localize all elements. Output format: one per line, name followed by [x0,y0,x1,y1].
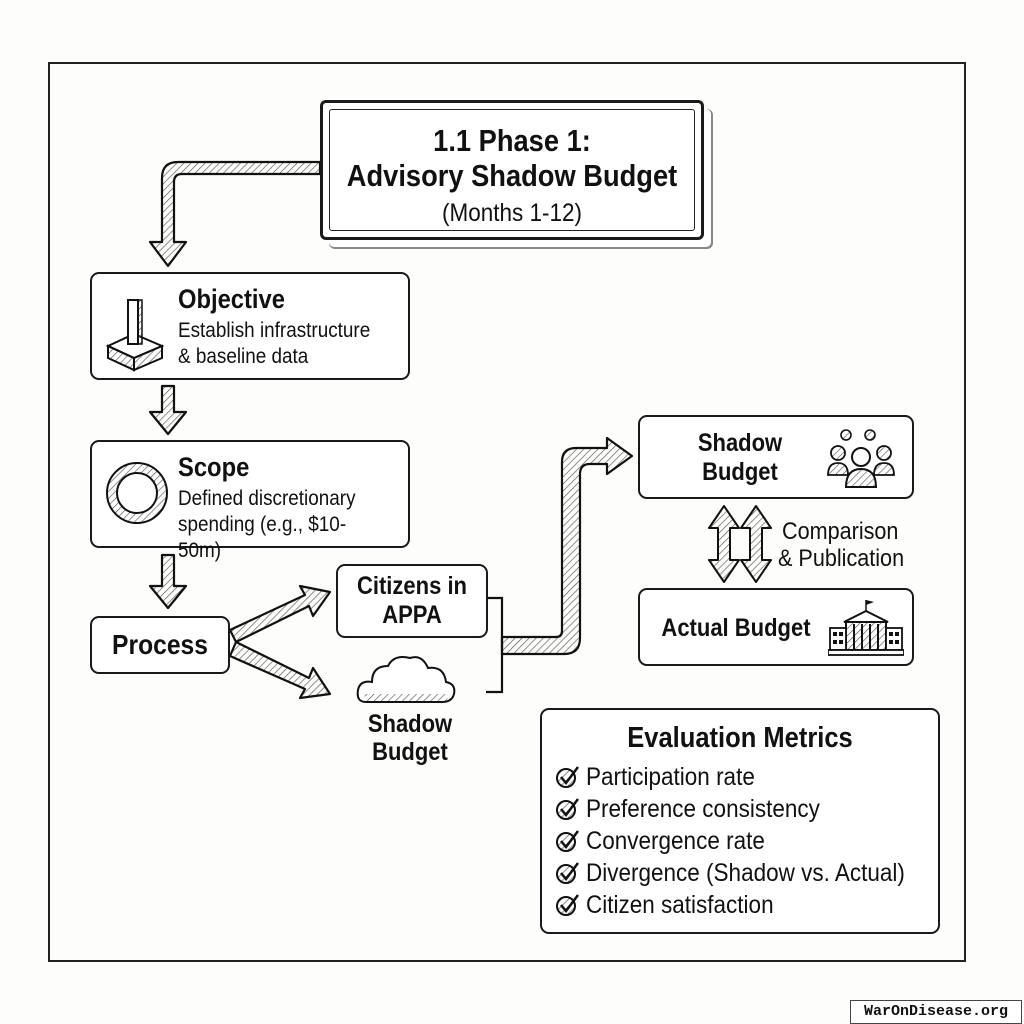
evaluation-metrics-title: Evaluation Metrics [627,722,853,754]
arrow-process-to-cloud [228,640,332,700]
phase-title: 1.1 Phase 1: [433,123,591,158]
arrow-process-to-citizens [228,584,332,644]
arrow-scope-to-process [148,553,188,610]
metric-label: Participation rate [586,762,755,791]
check-circle-icon [556,830,579,852]
evaluation-metrics-box: Evaluation Metrics Participation rate Pr… [540,708,940,934]
metric-item: Citizen satisfaction [554,890,794,920]
objective-box: Objective Establish infrastructure & bas… [90,272,410,380]
ring-chart-icon [106,462,168,524]
objective-body-line2: & baseline data [178,345,309,368]
objective-heading: Objective [178,284,285,314]
arrow-title-to-objective [148,160,322,268]
objective-body-line1: Establish infrastructure [178,319,371,342]
comparison-label-line2: & Publication [778,545,905,572]
foundation-pillar-icon [105,299,165,372]
cloud-shadow-budget-line2: Budget [372,738,448,766]
metric-item: Participation rate [554,762,774,792]
check-circle-icon [556,798,579,820]
process-box: Process [90,616,230,674]
actual-budget-label: Actual Budget [661,614,811,642]
arrow-to-shadow-budget [500,436,634,656]
metric-label: Citizen satisfaction [586,890,774,919]
metric-item: Preference consistency [554,794,846,824]
watermark-link[interactable]: WarOnDisease.org [850,1000,1022,1024]
metric-item: Divergence (Shadow vs. Actual) [554,858,940,888]
scope-body-line1: Defined discretionary [178,487,356,510]
arrow-objective-to-scope [148,384,188,436]
metric-label: Divergence (Shadow vs. Actual) [586,858,905,887]
citizens-appa-box: Citizens in APPA [336,564,488,638]
government-building-icon [828,600,904,656]
people-group-icon [827,429,895,488]
scope-body-line2: spending (e.g., $10-50m) [178,513,347,562]
phase-name: Advisory Shadow Budget [346,158,678,193]
scope-heading: Scope [178,452,250,482]
metric-label: Preference consistency [586,794,820,823]
shadow-budget-box: Shadow Budget [638,415,914,499]
check-circle-icon [556,766,579,788]
check-circle-icon [556,894,579,916]
metric-label: Convergence rate [586,826,765,855]
diagram-frame [48,62,966,962]
cloud-shadow-budget-line1: Shadow [367,710,453,738]
metric-item: Convergence rate [554,826,785,856]
shadow-budget-line1: Shadow [697,429,783,457]
citizens-line1: Citizens in [356,572,467,600]
shadow-budget-line2: Budget [702,458,778,486]
actual-budget-box: Actual Budget [638,588,914,666]
cloud-icon [356,656,456,703]
phase-duration: (Months 1-12) [441,199,583,227]
process-label: Process [112,629,208,660]
check-circle-icon [556,862,579,884]
citizens-line2: APPA [382,601,442,629]
bracket-connector [486,596,504,694]
scope-box: Scope Defined discretionary spending (e.… [90,440,410,562]
double-arrow-comparison [708,505,772,583]
comparison-label-line1: Comparison [782,518,899,545]
phase-title-box: 1.1 Phase 1: Advisory Shadow Budget (Mon… [320,100,704,240]
